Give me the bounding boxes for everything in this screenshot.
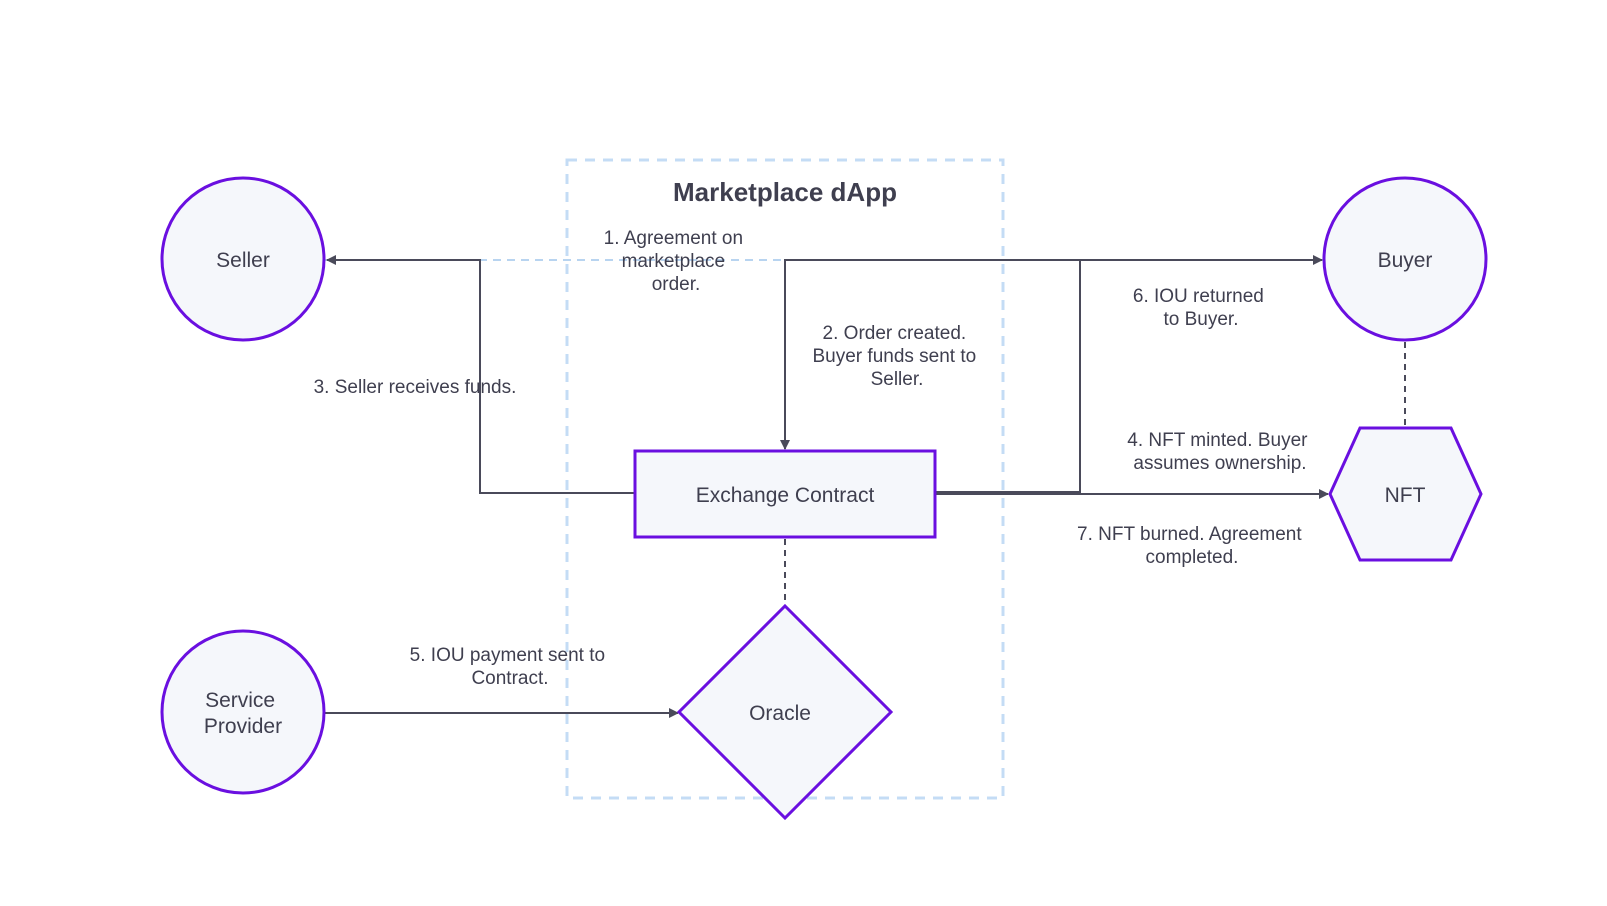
service-provider-circle: [160, 629, 326, 795]
buyer-circle: [1322, 176, 1488, 342]
seller-label: Seller: [216, 249, 270, 272]
edge-label-iou-payment: 5. IOU payment sent to Contract.: [410, 645, 611, 689]
node-oracle[interactable]: Oracle: [676, 603, 894, 821]
buyer-label: Buyer: [1378, 249, 1433, 272]
edge-seller-receives-funds: [326, 255, 635, 494]
group-title: Marketplace dApp: [673, 177, 897, 207]
seller-circle: [160, 176, 326, 342]
edge-label-seller-receives: 3. Seller receives funds.: [314, 377, 517, 398]
node-nft[interactable]: NFT: [1328, 426, 1483, 562]
edge-label-iou-returned: 6. IOU returned to Buyer.: [1133, 286, 1269, 330]
edge-label-line: 7. NFT burned. Agreement: [1077, 524, 1302, 545]
edge-order-created: [780, 259, 1080, 450]
exchange-contract-label: Exchange Contract: [696, 484, 875, 507]
nft-hexagon: [1328, 426, 1483, 562]
nft-label: NFT: [1385, 484, 1426, 507]
service-provider-label-line: Provider: [204, 715, 282, 738]
edge-label-agreement: 1. Agreement on marketplace order.: [604, 228, 749, 295]
edge-label-line: Contract.: [471, 668, 548, 689]
edge-label-line: Buyer funds sent to: [813, 346, 977, 367]
edge-label-order-created: 2. Order created. Buyer funds sent to Se…: [813, 323, 982, 390]
oracle-diamond: [676, 603, 894, 821]
edge-label-line: Seller.: [871, 369, 924, 390]
edge-label-line: order.: [652, 274, 701, 295]
edge-label-nft-minted: 4. NFT minted. Buyer assumes ownership.: [1127, 430, 1313, 474]
oracle-label: Oracle: [749, 702, 811, 725]
edge-label-line: to Buyer.: [1164, 309, 1239, 330]
edge-label-nft-burned: 7. NFT burned. Agreement completed.: [1077, 524, 1307, 568]
edge-label-line: 3. Seller receives funds.: [314, 377, 517, 398]
edge-label-line: 1. Agreement on: [604, 228, 743, 249]
service-provider-label-line: Service: [205, 689, 275, 712]
edge-label-line: 2. Order created.: [823, 323, 967, 344]
edge-label-line: assumes ownership.: [1133, 453, 1306, 474]
node-seller[interactable]: Seller: [160, 176, 326, 342]
edge-iou-returned: [936, 255, 1323, 493]
edge-label-line: marketplace: [622, 251, 726, 272]
edge-label-line: 6. IOU returned: [1133, 286, 1264, 307]
node-exchange-contract[interactable]: Exchange Contract: [633, 449, 937, 539]
edge-label-line: 5. IOU payment sent to: [410, 645, 605, 666]
service-provider-label: Service Provider: [204, 689, 282, 738]
marketplace-dapp-group: [565, 158, 1005, 800]
node-service-provider[interactable]: Service Provider: [160, 629, 326, 795]
edge-label-line: completed.: [1146, 547, 1239, 568]
edge-label-line: 4. NFT minted. Buyer: [1127, 430, 1308, 451]
exchange-contract-box: [633, 449, 937, 539]
node-buyer[interactable]: Buyer: [1322, 176, 1488, 342]
